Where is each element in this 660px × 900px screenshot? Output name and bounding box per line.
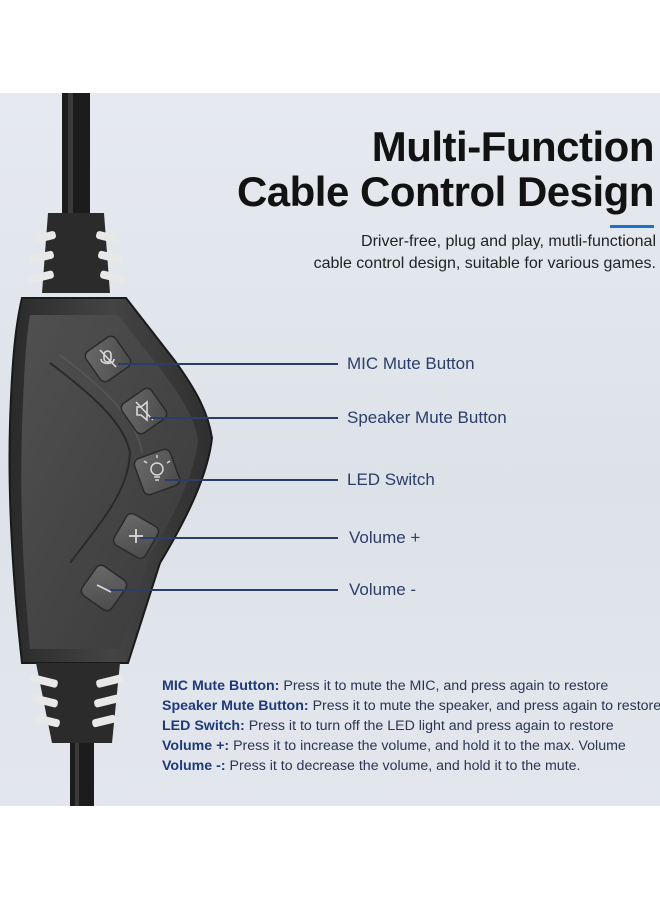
description-text: Press it to decrease the volume, and hol… <box>225 758 581 774</box>
mic-mute-icon <box>99 349 117 368</box>
callout-line-volume-up <box>140 537 338 539</box>
description-text: Press it to increase the volume, and hol… <box>229 738 626 754</box>
volume-up-button[interactable] <box>111 511 160 560</box>
description-key: Volume -: <box>162 758 226 774</box>
minus-icon <box>96 584 112 593</box>
description-text: Press it to mute the speaker, and press … <box>308 698 660 714</box>
cable-controller-illustration <box>8 93 214 806</box>
callout-label-mic-mute: MIC Mute Button <box>347 354 475 373</box>
product-panel: Multi-Function Cable Control Design Driv… <box>0 93 660 806</box>
plus-icon <box>129 529 143 543</box>
bottom-strain-relief <box>30 663 124 743</box>
bottom-cable <box>70 743 94 806</box>
description-key: Volume +: <box>162 738 230 754</box>
volume-down-button[interactable] <box>79 563 129 613</box>
description-row: MIC Mute Button: Press it to mute the MI… <box>162 676 660 696</box>
description-key: Speaker Mute Button: <box>162 698 309 714</box>
top-strain-relief <box>28 213 126 293</box>
callout-line-volume-down <box>110 589 338 591</box>
light-bulb-icon <box>143 455 171 481</box>
callout-line-mic-mute <box>118 363 338 365</box>
subtitle-line-1: Driver-free, plug and play, mutli-functi… <box>361 233 656 250</box>
accent-bar <box>610 225 654 228</box>
description-text: Press it to turn off the LED light and p… <box>244 718 614 734</box>
description-text: Press it to mute the MIC, and press agai… <box>279 678 609 694</box>
function-descriptions: MIC Mute Button: Press it to mute the MI… <box>162 676 660 776</box>
mic-mute-button[interactable] <box>83 334 133 384</box>
description-row: Volume -: Press it to decrease the volum… <box>162 756 660 776</box>
subtitle-line-2: cable control design, suitable for vario… <box>313 255 656 272</box>
callout-line-speaker-mute <box>150 417 338 419</box>
description-row: Volume +: Press it to increase the volum… <box>162 736 660 756</box>
description-row: LED Switch: Press it to turn off the LED… <box>162 716 660 736</box>
description-key: MIC Mute Button: <box>162 678 280 694</box>
led-switch-button[interactable] <box>133 448 182 497</box>
description-key: LED Switch: <box>162 718 245 734</box>
description-row: Speaker Mute Button: Press it to mute th… <box>162 696 660 716</box>
title-line-1: Multi-Function <box>371 123 655 170</box>
callout-label-volume-down: Volume - <box>349 580 417 599</box>
callout-label-led-switch: LED Switch <box>347 470 435 489</box>
top-cable <box>62 93 90 223</box>
callout-line-led-switch <box>165 479 338 481</box>
title-line-2: Cable Control Design <box>236 168 655 215</box>
callout-label-volume-up: Volume + <box>349 528 421 547</box>
callout-label-speaker-mute: Speaker Mute Button <box>347 408 507 427</box>
